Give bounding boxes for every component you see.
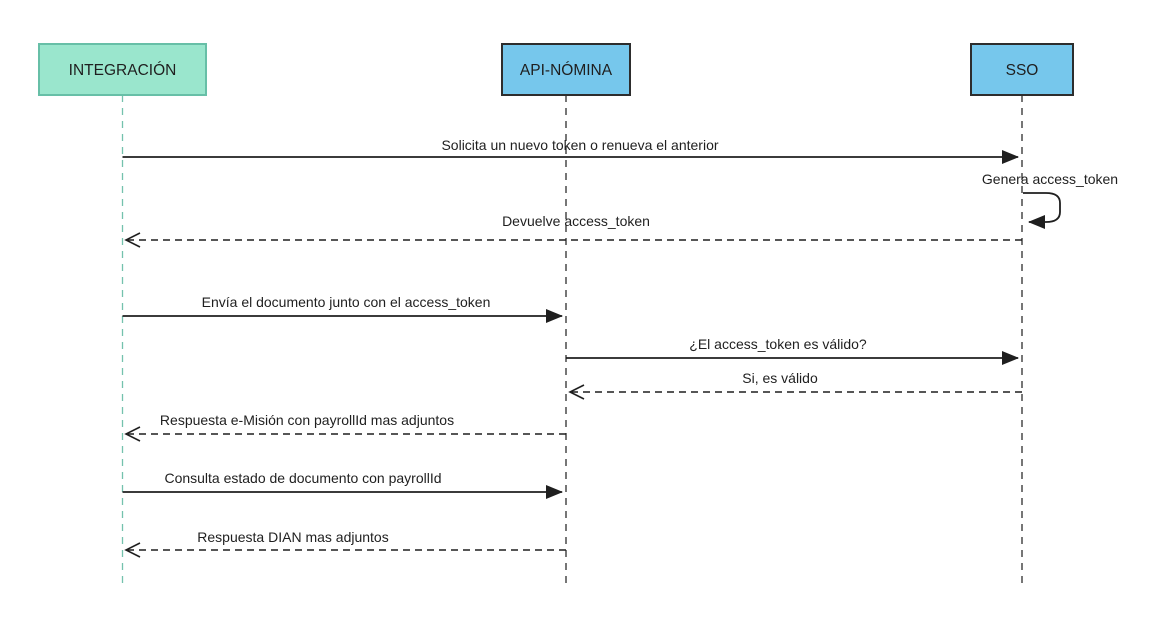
message-label-return-token: Devuelve access_token xyxy=(502,213,650,229)
message-query-status: Consulta estado de documento con payroll… xyxy=(122,470,563,499)
message-send-document: Envía el documento junto con el access_t… xyxy=(122,294,563,323)
message-emision-response: Respuesta e-Misión con payrollId mas adj… xyxy=(124,412,566,442)
message-label-send-document: Envía el documento junto con el access_t… xyxy=(202,294,491,310)
message-validate-token: ¿El access_token es válido? xyxy=(566,336,1019,365)
actor-integracion: INTEGRACIÓN xyxy=(38,43,207,96)
message-label-generate-token: Genera access_token xyxy=(982,171,1118,187)
actor-sso: SSO xyxy=(970,43,1074,96)
actor-label-sso: SSO xyxy=(1006,62,1039,79)
actor-box-api-nomina xyxy=(501,43,631,96)
actor-label-api-nomina: API-NÓMINA xyxy=(520,62,613,79)
actor-label-integracion: INTEGRACIÓN xyxy=(69,62,177,79)
message-label-query-status: Consulta estado de documento con payroll… xyxy=(164,470,441,486)
message-label-validate-token: ¿El access_token es válido? xyxy=(689,336,867,352)
actor-box-sso xyxy=(970,43,1074,96)
message-label-request-token: Solicita un nuevo token o renueva el ant… xyxy=(441,137,718,153)
message-label-emision-response: Respuesta e-Misión con payrollId mas adj… xyxy=(160,412,454,428)
message-label-dian-response: Respuesta DIAN mas adjuntos xyxy=(197,529,388,545)
message-label-token-valid: Si, es válido xyxy=(742,370,818,386)
message-dian-response: Respuesta DIAN mas adjuntos xyxy=(124,529,566,558)
message-request-token: Solicita un nuevo token o renueva el ant… xyxy=(122,137,1019,164)
message-return-token: Devuelve access_token xyxy=(124,213,1022,248)
message-self-loop-generate-token xyxy=(1023,192,1061,229)
actor-box-integracion xyxy=(38,43,207,96)
actor-api-nomina: API-NÓMINA xyxy=(501,43,631,96)
message-token-valid: Si, es válido xyxy=(568,370,1022,400)
message-generate-token: Genera access_token xyxy=(982,171,1118,229)
